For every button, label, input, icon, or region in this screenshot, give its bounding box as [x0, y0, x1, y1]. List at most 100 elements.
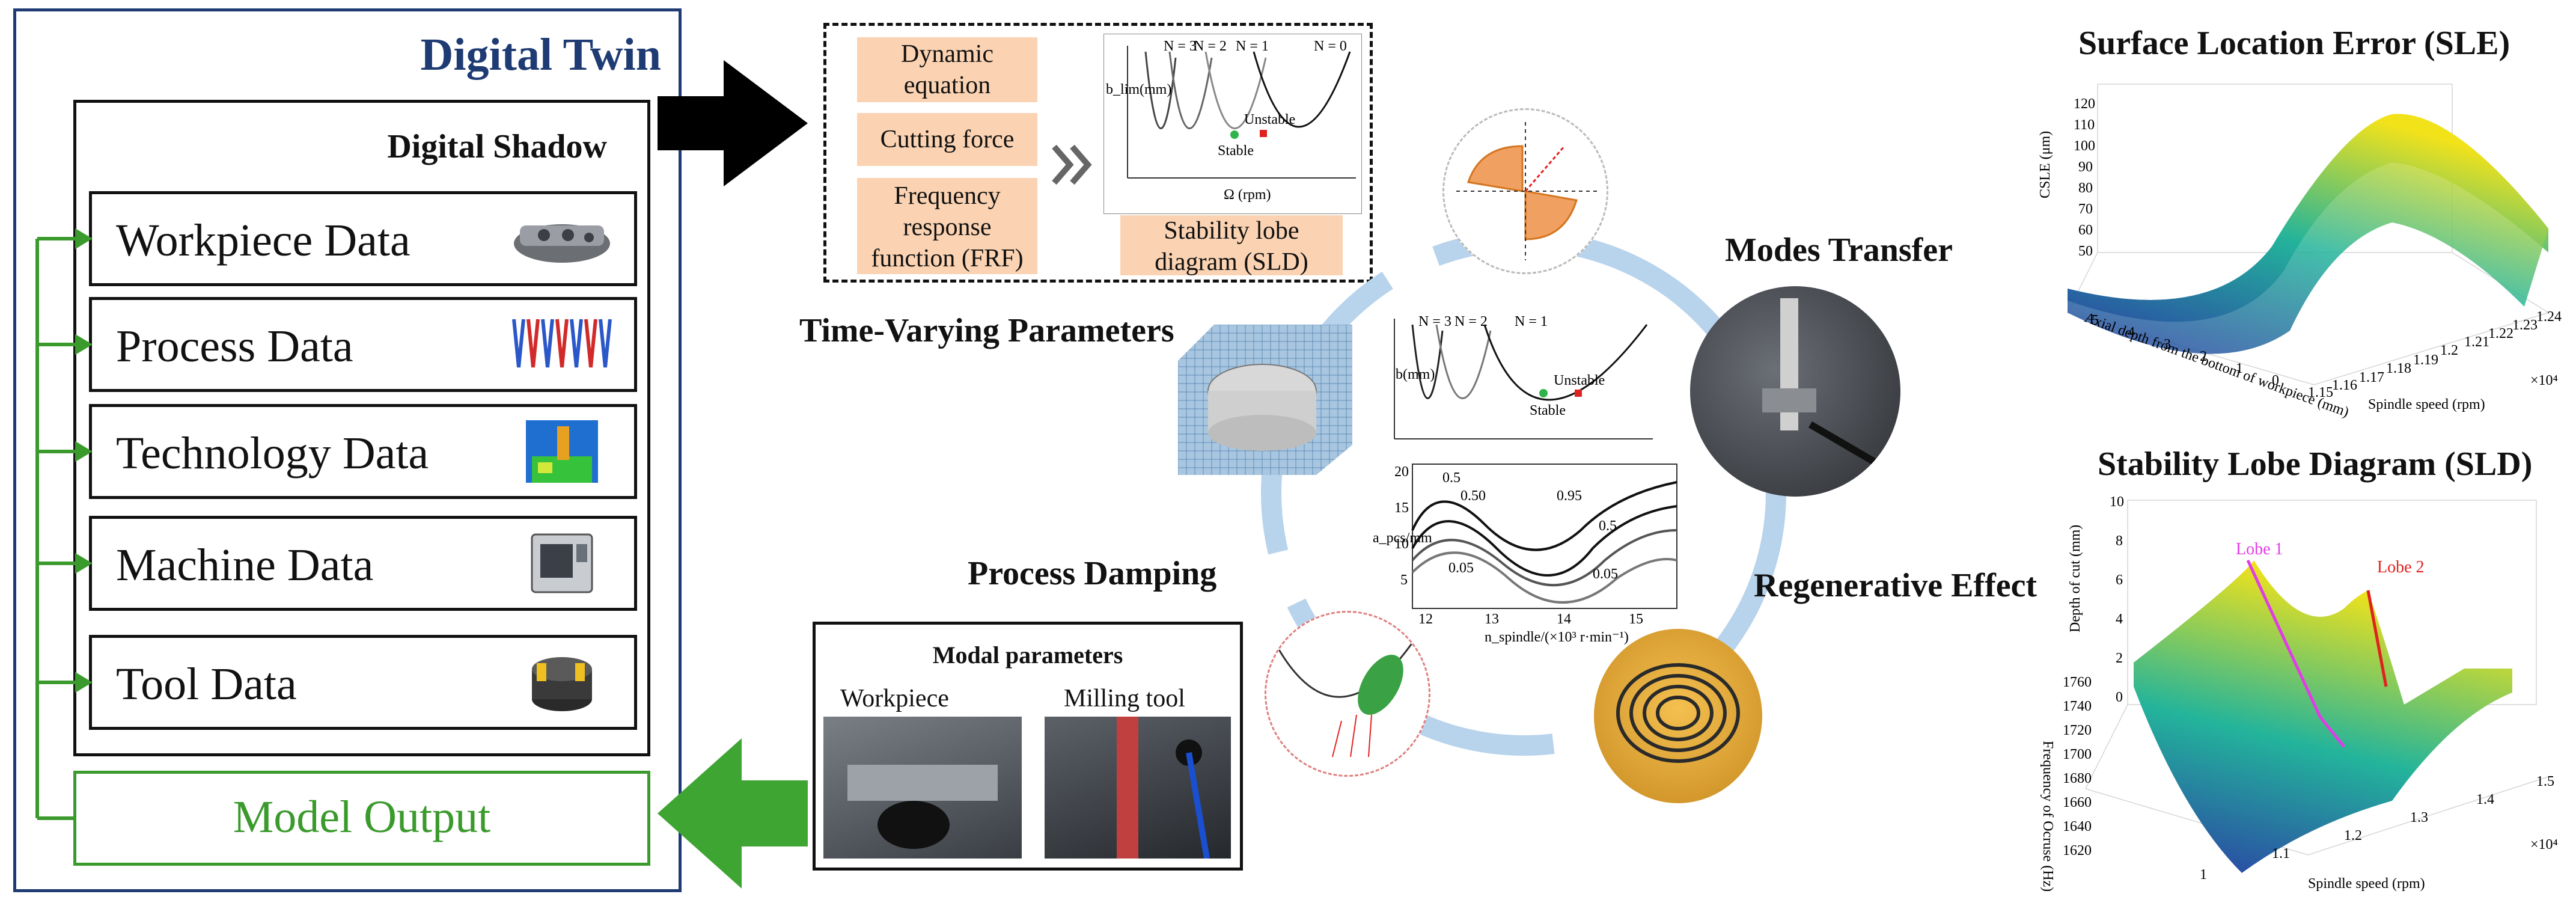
tool-data-item: Tool Data: [89, 635, 637, 730]
sle-ztick-6: 60: [2078, 222, 2093, 238]
sld-sketch-lobe-n1: N = 1: [1236, 38, 1269, 54]
workpiece-data-label: Workpiece Data: [116, 215, 411, 266]
technology-data-label: Technology Data: [116, 428, 429, 479]
modal-milling-tool-label: Milling tool: [1064, 685, 1185, 712]
sle-ytick-1: 4: [2128, 325, 2135, 340]
modal-workpiece-label: Workpiece: [840, 685, 949, 712]
center-sld-lobe-n3: N = 3: [1418, 314, 1451, 329]
frf-line3: function (FRF): [871, 245, 1024, 272]
regenerative-chip-photo: [1594, 629, 1762, 803]
sld-ytick-4: 1680: [2063, 771, 2092, 786]
contour-level-3: 0.5: [1599, 518, 1617, 534]
workpiece-icon: [514, 224, 610, 263]
sle-zlabel: CSLE (μm): [2037, 131, 2053, 198]
sle-ztick-5: 70: [2078, 201, 2093, 217]
frf-line1: Frequency: [894, 182, 1001, 210]
sld-lobe2-label: Lobe 2: [2377, 558, 2425, 577]
dynamic-equation-line2: equation: [903, 72, 991, 99]
sle-ytick-0: 5: [2092, 313, 2099, 328]
sld-ylabel: Frequency of Ocruse (Hz): [2040, 741, 2056, 891]
sld-xlabel: Spindle speed (rpm): [2308, 876, 2425, 891]
center-contour-chart: 20 15 10 5 12 13 14 15 0.5 0.50 0.95 0.5…: [1364, 458, 1689, 650]
cutting-force-box: Cutting force: [857, 113, 1037, 166]
contour-xtick-2: 14: [1557, 611, 1571, 627]
sle-xtick-4: 1.19: [2413, 352, 2438, 368]
sld-ztick-0: 10: [2110, 494, 2124, 510]
contour-ytick-1: 15: [1394, 500, 1409, 516]
sld-ytick-7: 1620: [2063, 843, 2092, 859]
contour-level-4: 0.05: [1448, 560, 1474, 576]
modes-transfer-label: Modes Transfer: [1725, 231, 1953, 269]
sld-line1: Stability lobe: [1164, 217, 1299, 245]
sle-surface-chart: 120 110 100 90 80 70 60 50 CSLE (μm) 1.1…: [2037, 84, 2562, 420]
technology-data-item: Technology Data: [89, 404, 637, 499]
sle-ytick-5: 0: [2272, 373, 2279, 388]
process-damping-sketch: [1265, 611, 1430, 777]
sle-ztick-1: 110: [2074, 117, 2095, 133]
sld-ytick-5: 1660: [2063, 795, 2092, 810]
sle-ytick-3: 2: [2200, 349, 2207, 364]
tool-rotation-sketch: [1442, 108, 1608, 274]
sld-sketch-lobe-n2: N = 2: [1194, 38, 1227, 54]
modal-parameters-title: Modal parameters: [932, 641, 1123, 669]
sld-sketch-xlabel: Ω (rpm): [1224, 187, 1271, 203]
workpiece-modal-photo: [823, 717, 1022, 859]
sld-sketch-ylabel: b_lim(mm): [1106, 82, 1171, 97]
technology-icon: [526, 420, 598, 483]
sld-xtick-3: 1.3: [2410, 810, 2428, 825]
process-damping-label: Process Damping: [968, 555, 1217, 592]
digital-shadow-title: Digital Shadow: [387, 128, 607, 165]
digital-shadow-frame: [73, 100, 650, 756]
output-arrow-icon: [658, 60, 808, 186]
center-sld-lobe-n2: N = 2: [1454, 314, 1488, 329]
workpiece-mesh-icon: [1178, 325, 1352, 475]
sle-ztick-4: 80: [2078, 180, 2093, 196]
contour-level-2: 0.95: [1557, 488, 1582, 504]
sle-ztick-3: 90: [2078, 159, 2093, 175]
contour-xlabel: n_spindle/(×10³ r·min⁻¹): [1485, 629, 1629, 645]
sle-xtick-3: 1.18: [2386, 361, 2411, 376]
sld-exponent: ×10⁴: [2530, 837, 2558, 852]
milling-tool-icon: [532, 657, 592, 711]
tool-data-label: Tool Data: [116, 659, 297, 709]
sle-xtick-7: 1.22: [2488, 326, 2513, 341]
sld-ytick-0: 1760: [2063, 675, 2092, 690]
sle-xtick-9: 1.24: [2536, 309, 2562, 325]
contour-level-0: 0.5: [1442, 470, 1460, 486]
modeling-flow-frame: [823, 23, 1373, 283]
sle-xtick-0: 1.15: [2308, 385, 2333, 400]
contour-xtick-1: 13: [1485, 611, 1499, 627]
time-varying-label: Time-Varying Parameters: [799, 312, 1174, 349]
process-chart-icon: [512, 319, 612, 368]
sld-sketch-unstable: Unstable: [1244, 112, 1295, 127]
contour-level-1: 0.50: [1460, 488, 1486, 504]
digital-twin-title: Digital Twin: [420, 29, 661, 80]
sle-xtick-6: 1.21: [2464, 334, 2489, 350]
sld-sketch-stable: Stable: [1218, 143, 1254, 159]
sld-ztick-1: 8: [2116, 533, 2123, 549]
contour-ylabel: a_pcs/mm: [1373, 530, 1432, 546]
double-chevron-icon: [1052, 144, 1092, 185]
lobe2-curve: [2366, 590, 2388, 687]
feedback-connectors: [35, 228, 93, 820]
contour-ytick-2: 10: [1394, 536, 1409, 552]
contour-xtick-3: 15: [1629, 611, 1643, 627]
machine-icon: [531, 533, 593, 593]
sld-ytick-2: 1720: [2063, 723, 2092, 738]
sle-xtick-2: 1.17: [2359, 370, 2384, 385]
sle-ztick-0: 120: [2074, 96, 2095, 112]
tool-modal-photo: [1045, 717, 1231, 859]
sld-ytick-1: 1740: [2063, 699, 2092, 714]
sld-zlabel: Depth of cut (mm): [2068, 525, 2083, 632]
sld-sketch-lobe-n0: N = 0: [1314, 38, 1347, 54]
sld-ztick-2: 6: [2116, 572, 2123, 588]
sld-xtick-0: 1: [2200, 867, 2207, 883]
sld-ztick-5: 0: [2116, 690, 2123, 705]
contour-xtick-0: 12: [1418, 611, 1433, 627]
sld-ztick-4: 2: [2116, 650, 2123, 666]
cutting-force-label: Cutting force: [880, 126, 1015, 153]
sld-box: Stability lobe diagram (SLD): [1120, 215, 1343, 276]
lobe1-curve: [2246, 559, 2345, 748]
workpiece-data-item: Workpiece Data: [89, 191, 637, 286]
sle-ztick-2: 100: [2074, 138, 2095, 154]
